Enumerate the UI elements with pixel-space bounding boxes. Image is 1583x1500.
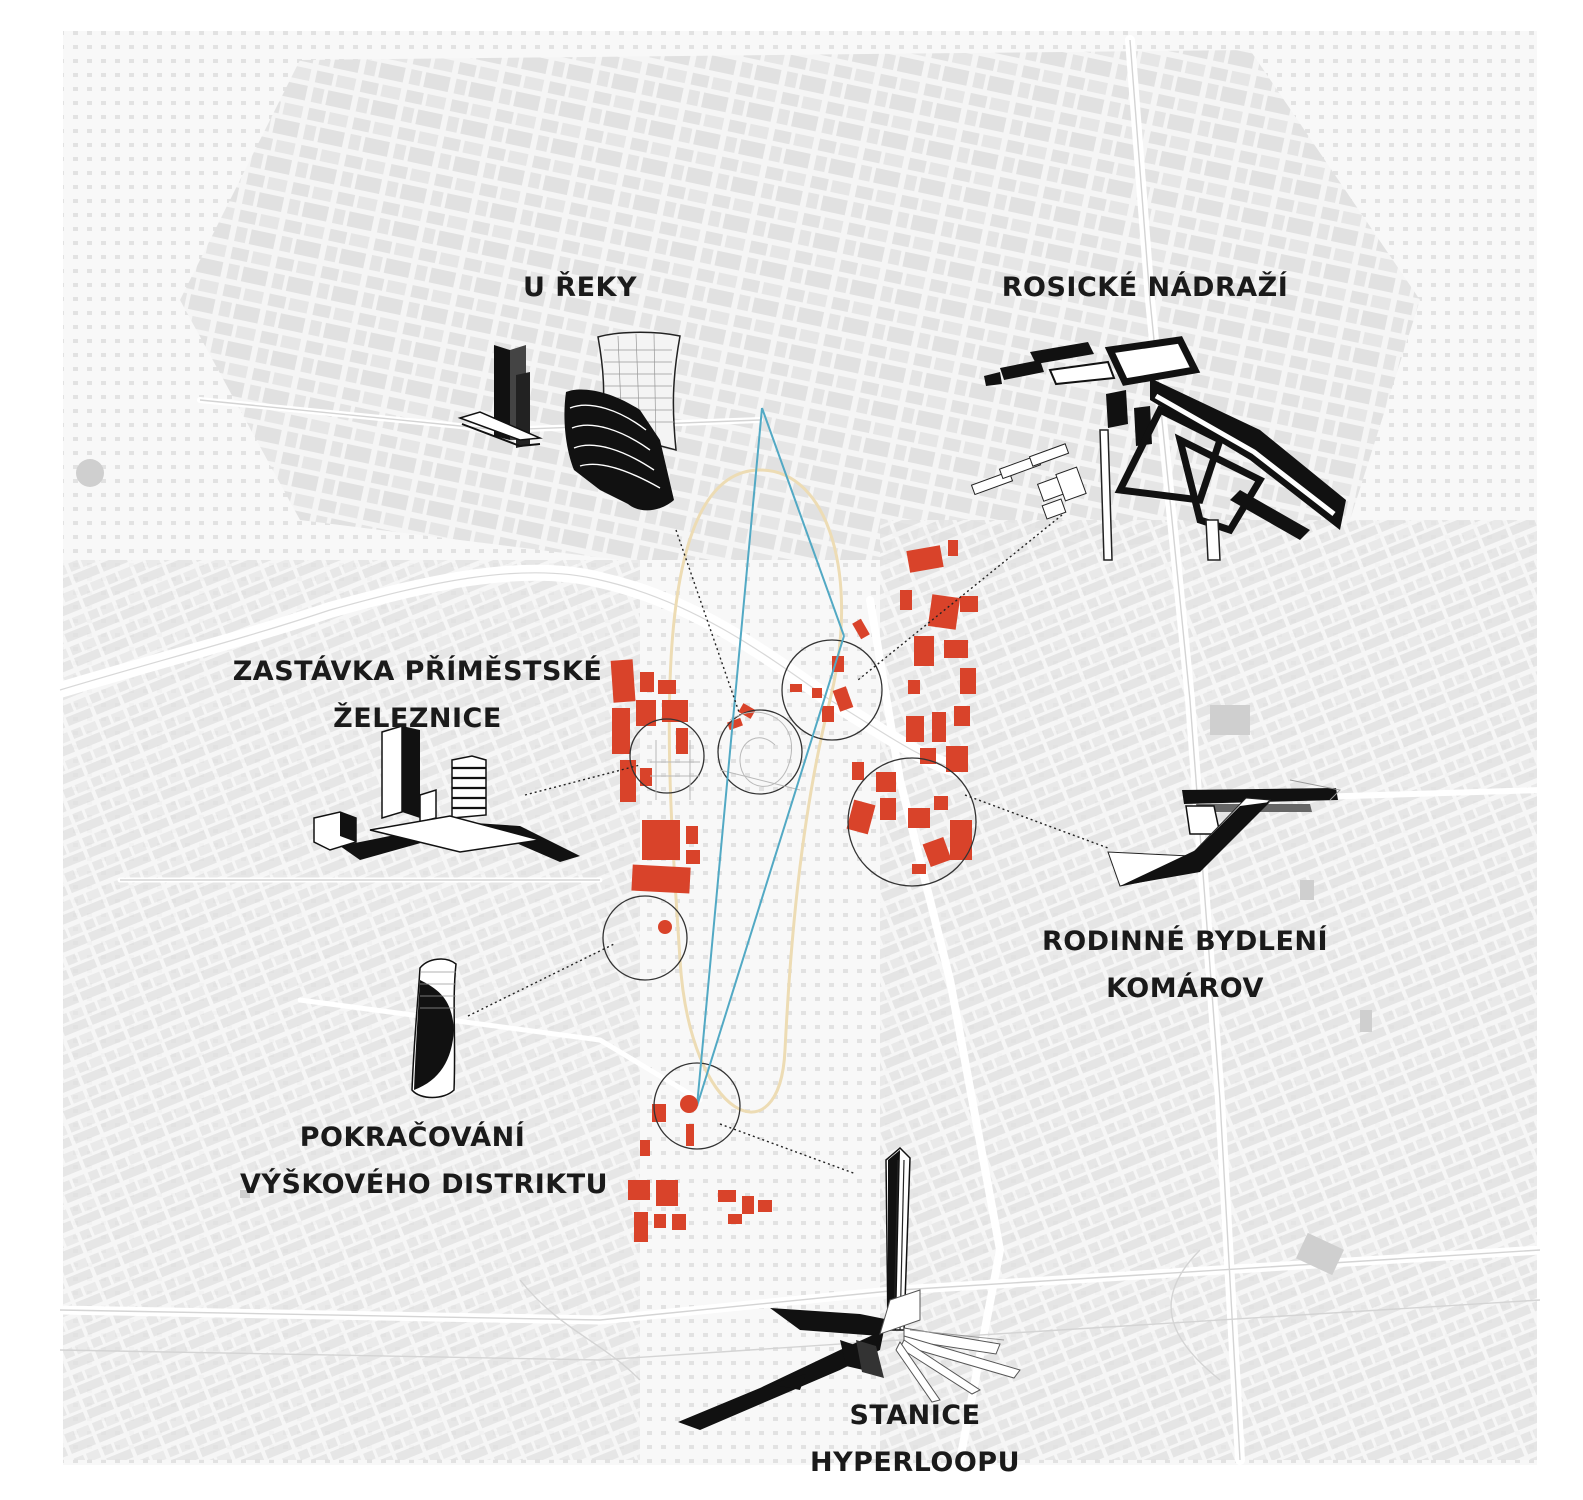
label-rodinne-bydleni: RODINNÉ BYDLENÍ KOMÁROV — [1041, 926, 1329, 1004]
label-zastavka: ZASTÁVKA PŘÍMĚSTSKÉ ŽELEZNICE — [232, 656, 603, 734]
building-model-vyskovy-distrikt-icon — [411, 958, 457, 1099]
circle-rosicke — [781, 639, 883, 741]
sightlines — [696, 407, 845, 1107]
building-model-rodinne-bydleni-icon — [1107, 779, 1342, 887]
leader-lines — [467, 514, 1109, 1175]
circle-komarov — [847, 757, 977, 887]
label-rosicke-nadrazi: ROSICKÉ NÁDRAŽÍ — [1001, 272, 1289, 303]
development-sites — [610, 540, 978, 1242]
interchange-lines — [650, 711, 801, 800]
label-pokracovani: POKRAČOVÁNÍ VÝŠKOVÉHO DISTRIKTU — [240, 1122, 609, 1200]
circle-hyperloop — [653, 1062, 741, 1150]
building-model-zastavka-icon — [313, 724, 580, 862]
urban-fabric — [57, 25, 1543, 1471]
node-marker-icon — [658, 920, 672, 934]
map-landmarks — [76, 459, 1372, 1276]
building-model-hyperloop-station-icon — [678, 1146, 1021, 1430]
building-model-u-reky-icon — [457, 331, 681, 511]
circle-zastavka — [629, 718, 705, 794]
focus-circles — [602, 639, 977, 1150]
node-marker-icon — [680, 1095, 698, 1113]
label-stanice-hyperloopu: STANICE HYPERLOOPU — [809, 1400, 1021, 1478]
circle-river-node — [717, 709, 803, 795]
building-model-rosicke-nadrazi-icon — [970, 336, 1346, 561]
label-u-reky: U ŘEKY — [522, 272, 638, 303]
river-bank — [59, 572, 961, 771]
circle-vyskovy — [602, 895, 688, 981]
